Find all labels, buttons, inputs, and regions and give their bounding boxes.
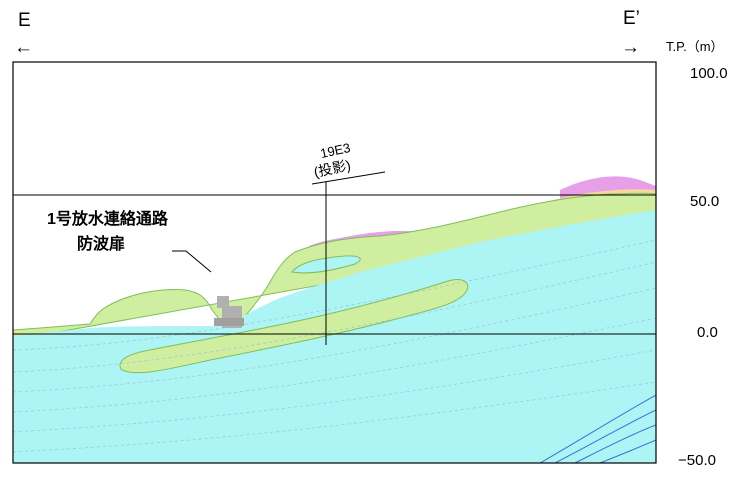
structure-callout-line2: 防波扉	[77, 236, 126, 253]
callout-leader-line	[172, 250, 212, 273]
breakwater-door-structure	[214, 296, 244, 328]
structure-callout-line1: 1号放水連絡通路	[47, 211, 168, 228]
bedding-lines	[13, 239, 656, 453]
right-arrow-icon: →	[621, 37, 640, 58]
direction-right-label: E’	[623, 8, 640, 29]
elevation-tick-100: 100.0	[690, 65, 728, 82]
section-frame	[12, 61, 657, 464]
direction-left-label: E	[18, 10, 31, 31]
elevation-tick-minus50: −50.0	[678, 452, 716, 469]
borehole-label-underline	[311, 171, 386, 185]
green-lens-lower	[119, 279, 469, 374]
elevation-tick-50: 50.0	[690, 193, 720, 210]
fault-lines	[539, 394, 656, 463]
elevation-unit-label: T.P.（m）	[666, 39, 724, 54]
cyan-stratum	[13, 210, 656, 463]
left-arrow-icon: ←	[14, 37, 33, 58]
elevation-tick-0: 0.0	[697, 324, 718, 341]
